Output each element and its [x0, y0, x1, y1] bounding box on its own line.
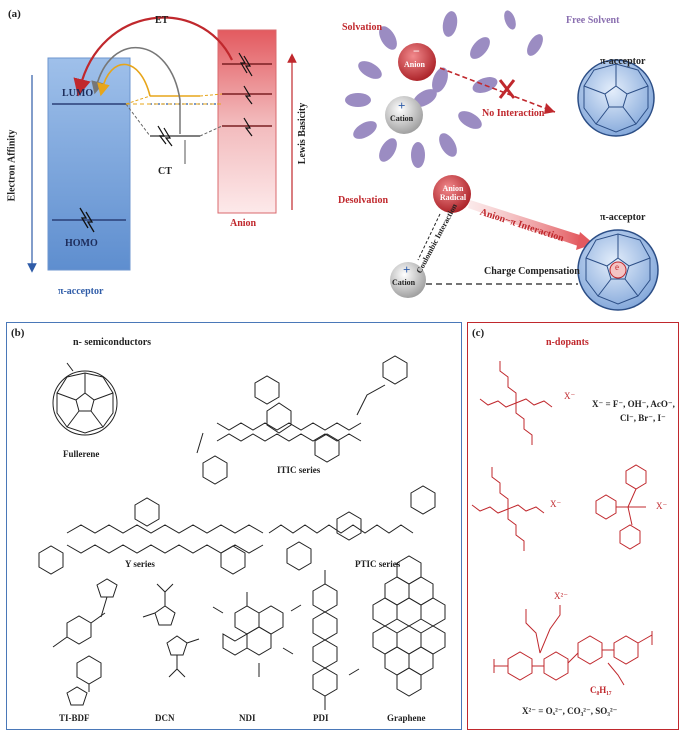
x-label-2: X⁻	[550, 499, 562, 509]
phosphonium-icon	[471, 467, 545, 551]
molecule-sketches	[38, 355, 446, 710]
dcn-label: DCN	[155, 713, 175, 723]
ammonium-icon	[479, 361, 553, 445]
cation-bottom-label: Cation	[392, 278, 416, 287]
ti-bdf-label: TI-BDF	[59, 713, 90, 723]
c8h17-label: C₈H₁₇	[590, 685, 612, 695]
energy-diagram	[27, 16, 297, 273]
solvation-scheme	[345, 10, 659, 311]
dopant-sketches	[471, 361, 653, 686]
homo-label: HOMO	[65, 238, 98, 249]
et-arrow-yellow	[97, 63, 151, 97]
panel-b-title: n- semiconductors	[73, 337, 152, 348]
anion-minus-icon: −	[413, 44, 420, 58]
pdi-icon	[290, 570, 360, 710]
x2-label: X²⁻	[554, 591, 568, 601]
charge-comp-label: Charge Compensation	[484, 266, 580, 277]
acceptor-band	[47, 57, 131, 271]
ndi-label: NDI	[239, 713, 256, 723]
electron-affinity-label: Electron Affinity	[6, 129, 18, 202]
lewis-basicity-label: Lewis Basicity	[297, 102, 309, 165]
ti-bdf-icon	[52, 578, 118, 706]
acceptor-top-label: π-acceptor	[600, 56, 646, 67]
no-interaction-label: No Interaction	[482, 108, 545, 119]
anion-ball-label: Anion	[404, 60, 425, 69]
itic-label: ITIC series	[277, 465, 321, 475]
cation-ball	[385, 96, 423, 134]
pdi-label: PDI	[313, 713, 329, 723]
electron-label: e	[615, 262, 619, 272]
panel-b-tag: (b)	[11, 327, 25, 339]
graphene-icon	[372, 555, 446, 697]
x-label-1: X⁻	[564, 391, 576, 401]
fullerene-label: Fullerene	[63, 449, 100, 459]
y-series-icon	[38, 497, 264, 575]
fullerene-bottom-icon	[577, 229, 659, 311]
panel-a: (a)	[0, 0, 685, 320]
anion-pi-beam	[468, 200, 580, 246]
itic-icon	[196, 355, 408, 485]
graphene-label: Graphene	[387, 713, 426, 723]
acceptor-bottom-label: π-acceptor	[600, 212, 646, 223]
panel-c-title: n-dopants	[546, 337, 589, 348]
x-def-line2: Cl⁻, Br⁻, I⁻	[620, 413, 666, 423]
y-series-label: Y series	[125, 559, 155, 569]
dcn-icon	[142, 583, 200, 678]
anion-radical-label: Anion Radical	[439, 184, 467, 202]
x-label-3: X⁻	[656, 501, 668, 511]
tetraphenylphosphonium-icon	[595, 464, 647, 550]
anion-label: Anion	[230, 218, 257, 229]
ptic-label: PTIC series	[355, 559, 401, 569]
polyfluorene-icon	[493, 605, 653, 686]
x2-def: X²⁻ = Oₓ²⁻, CO₃²⁻, SO₃²⁻	[522, 706, 618, 716]
cation-ball-label: Cation	[390, 114, 414, 123]
cation-plus-icon: +	[398, 98, 406, 113]
panel-b: (b) n- semiconductors	[6, 322, 462, 730]
desolvation-label: Desolvation	[338, 195, 388, 206]
et-arrow-red	[73, 16, 233, 97]
acceptor-label: π-acceptor	[58, 286, 104, 297]
et-label: ET	[155, 15, 169, 26]
ndi-icon	[212, 592, 294, 677]
solvation-label: Solvation	[342, 22, 383, 33]
fullerene-top-icon	[577, 59, 655, 137]
lumo-label: LUMO	[62, 88, 94, 99]
anion-radical-ball	[433, 175, 471, 213]
panel-a-tag: (a)	[8, 8, 21, 20]
x-def-line1: X⁻ = F⁻, OH⁻, AcO⁻,	[592, 399, 675, 409]
no-interaction-cross-icon	[498, 79, 516, 99]
anion-band	[217, 29, 277, 214]
ptic-icon	[268, 485, 436, 571]
et-arrow-grey	[91, 47, 181, 101]
panel-c: (c) n-dopants	[467, 322, 679, 730]
panel-c-tag: (c)	[472, 327, 485, 339]
fullerene-icon	[52, 362, 118, 436]
anion-ball	[398, 43, 436, 81]
ct-label: CT	[158, 166, 172, 177]
cation-bottom-plus-icon: +	[403, 262, 411, 277]
cation-bottom-ball	[390, 262, 426, 298]
free-solvent-label: Free Solvent	[566, 15, 620, 26]
